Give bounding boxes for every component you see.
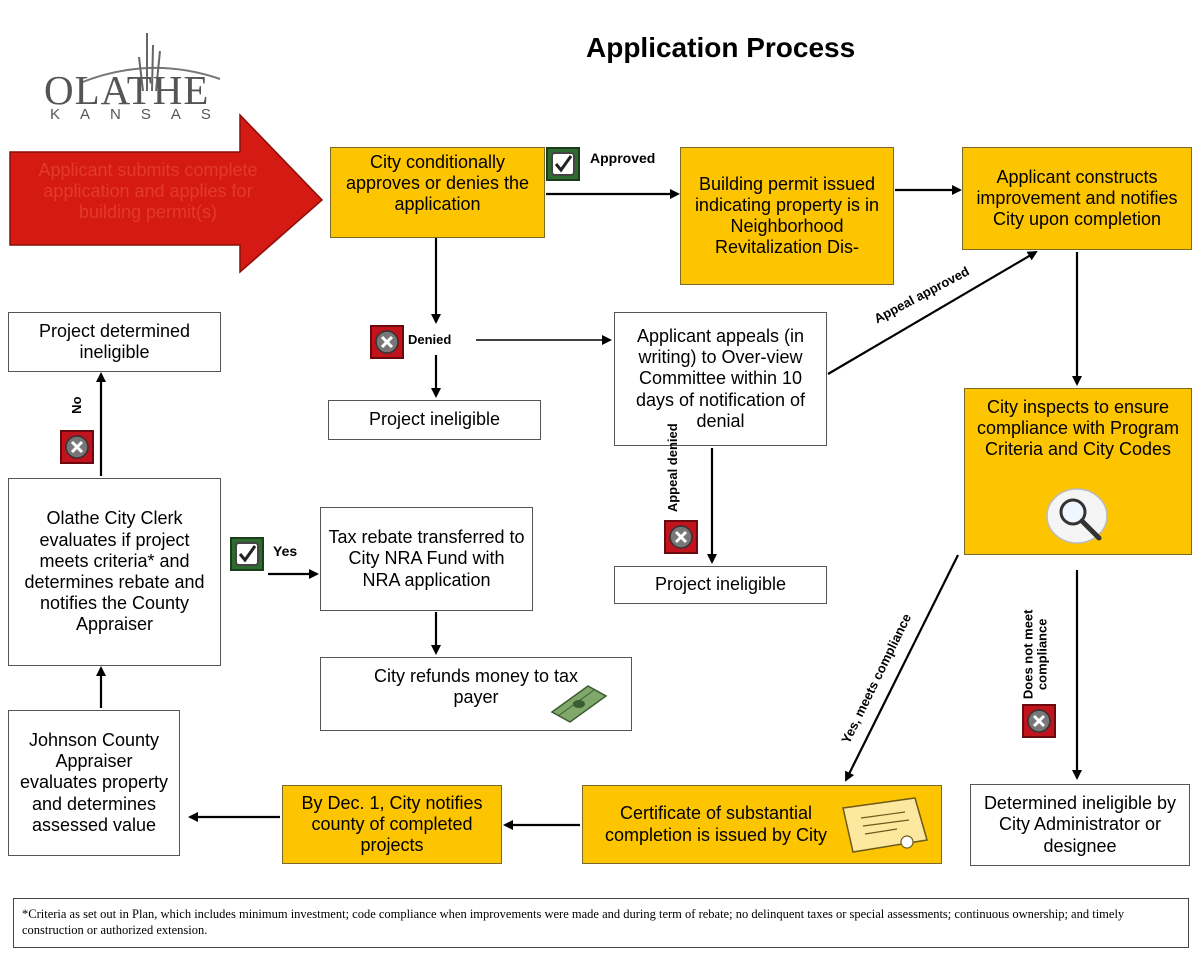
denied-label: Denied: [408, 332, 452, 347]
no-x-icon: [60, 430, 94, 464]
page-title: Application Process: [586, 32, 856, 63]
tax-rebate-box: Tax rebate transferred to City NRA Fund …: [320, 507, 533, 611]
dec1-notify-box: By Dec. 1, City notifies county of compl…: [282, 785, 502, 864]
project-ineligible-appeal-box: Project ineligible: [614, 566, 827, 604]
submit-arrow-text: Applicant submits complete application a…: [38, 160, 258, 223]
money-icon: [550, 685, 608, 723]
magnifier-icon: [1046, 488, 1108, 544]
denied-x-icon: [370, 325, 404, 359]
appeal-denied-x-icon: [664, 520, 698, 554]
project-ineligible-box: Project ineligible: [328, 400, 541, 440]
not-meet-label: Does not meet compliance: [1020, 609, 1050, 700]
approved-check-icon: [546, 147, 580, 181]
appeal-denied-label: Appeal denied: [664, 423, 680, 513]
criteria-footnote: *Criteria as set out in Plan, which incl…: [13, 898, 1189, 948]
appeals-box: Applicant appeals (in writing) to Over-v…: [614, 312, 827, 446]
county-appraiser-box: Johnson County Appraiser evaluates prope…: [8, 710, 180, 856]
certificate-icon: [842, 797, 928, 853]
yes-check-icon: [230, 537, 264, 571]
refunds-text: City refunds money to tax payer: [373, 666, 579, 708]
not-meet-x-icon: [1022, 704, 1056, 738]
inspects-text: City inspects to ensure compliance with …: [976, 397, 1180, 460]
project-determined-box: Project determined ineligible: [8, 312, 221, 372]
yes-label: Yes: [273, 543, 298, 559]
logo-word: OLATHE: [44, 67, 210, 113]
permit-issued-box: Building permit issued indicating proper…: [680, 147, 894, 285]
certificate-box: Certificate of substantial completion is…: [582, 785, 942, 864]
constructs-box: Applicant constructs improvement and not…: [962, 147, 1192, 250]
approved-label: Approved: [590, 150, 656, 166]
no-label: No: [68, 396, 84, 414]
certificate-text: Certificate of substantial completion is…: [604, 803, 828, 845]
logo-subtitle: KANSAS: [50, 106, 231, 123]
admin-ineligible-box: Determined ineligible by City Administra…: [970, 784, 1190, 866]
submit-arrow-shape: [9, 113, 324, 274]
city-clerk-box: Olathe City Clerk evaluates if project m…: [8, 478, 221, 666]
city-approves-box: City conditionally approves or denies th…: [330, 147, 545, 238]
olathe-logo: [79, 33, 221, 92]
